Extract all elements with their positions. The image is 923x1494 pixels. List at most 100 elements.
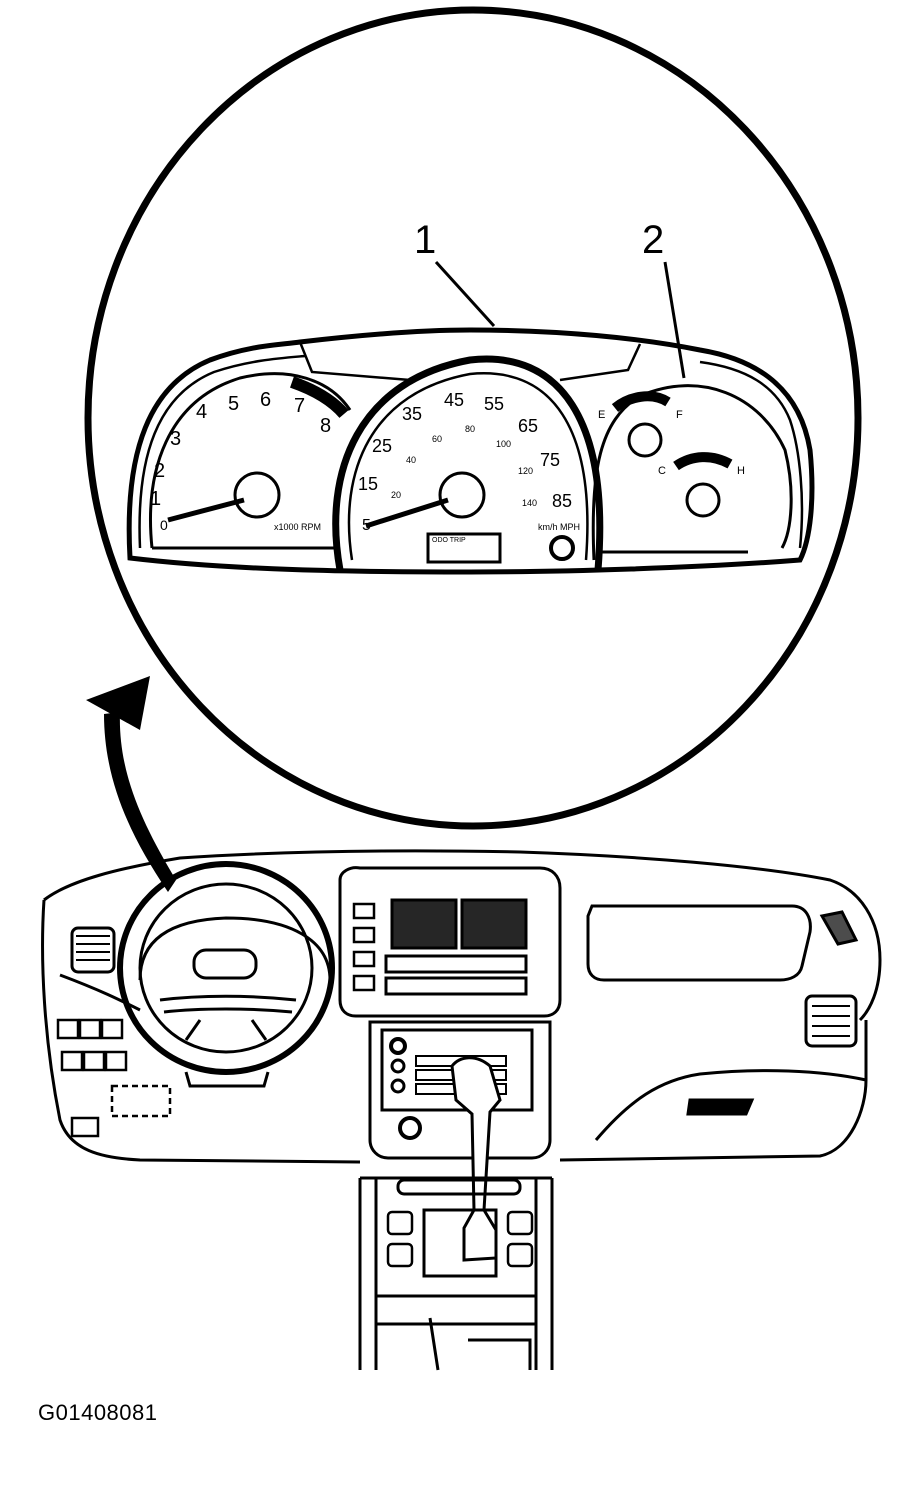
steering-spoke [159,994,297,1041]
tachometer-redline [289,376,349,419]
tach-tick-label: 5 [228,393,239,415]
temp-gauge-hub [685,482,721,518]
left-vent-slats [76,935,110,961]
radio-knob-mid [390,1058,406,1074]
tach-tick-label: 6 [260,389,271,411]
tach-tick-label: 7 [294,395,305,417]
kmh-tick-label: 100 [496,439,511,449]
cluster-bezel [126,327,815,575]
fuel-gauge-hub [627,422,663,458]
dash-mid-line [59,973,867,1141]
fuel-gauge-arc [611,391,671,413]
glovebox-handle [686,1098,755,1116]
dashboard [41,849,882,1371]
speedometer-hub [438,471,486,519]
odometer-label: ODO TRIP [432,537,466,544]
gear-shifter [450,1056,502,1262]
tach-tick-label: 8 [320,415,331,437]
mph-tick-label: 85 [552,491,572,511]
glove-box-upper [586,904,812,982]
right-corner-vent [819,910,859,946]
right-air-vent [804,994,858,1048]
steering-column [184,1071,270,1088]
mph-tick-label: 75 [540,450,560,470]
kmh-tick-label: 20 [391,490,401,500]
radio-knob-top [389,1037,407,1055]
arrow-head-icon [86,676,150,730]
gauge-pod-bezel [591,384,793,561]
mph-tick-label: 65 [518,416,538,436]
climate-strip [384,976,528,996]
left-air-vent [70,926,116,974]
steering-wheel-rim [117,861,335,1075]
steering-hub [192,948,258,980]
warning-lamp-strip [298,341,642,382]
tachometer-scale: 0 1 2 3 4 5 6 7 8 x1000 RPM [150,389,331,533]
tachometer-hub [233,471,281,519]
mph-tick-label: 15 [358,474,378,494]
callout-1-leader [434,260,496,328]
magnifier-circle [84,6,862,830]
fuel-full-label: F [676,409,683,421]
mph-tick-label: 45 [444,390,464,410]
mph-tick-label: 5 [362,517,371,534]
kmh-tick-label: 60 [432,434,442,444]
mph-tick-label: 55 [484,394,504,414]
radio-console [368,1020,552,1160]
console-lower [376,1294,536,1371]
hazard-strip [384,954,528,974]
callout-1-label: 1 [414,218,437,262]
tach-tick-label: 0 [160,517,168,533]
small-cluster-outline [138,916,332,981]
center-stack-outline [338,866,562,1018]
speedometer-scale: 5 15 25 35 45 55 65 75 85 20 40 60 80 10… [358,390,580,544]
center-vent-right [460,898,528,950]
magnified-view [84,6,862,830]
dash-lower-outline [41,899,868,1164]
radio-face [380,1028,534,1112]
temp-gauge-arc [673,452,733,471]
kmh-tick-label: 40 [406,455,416,465]
fuel-temp-scale: E F C H [598,409,745,477]
figure-id: G01408081 [38,1400,158,1425]
speedometer-needle [365,497,449,529]
dash-top-outline [43,849,882,1022]
cluster-inner-bezel [138,354,804,549]
speed-unit-label: km/h MPH [538,522,580,532]
magnify-arrow [86,676,176,892]
console-switches [386,1210,534,1268]
temp-hot-label: H [737,465,745,477]
tachometer-bezel [149,372,352,549]
kmh-tick-label: 140 [522,498,537,508]
trip-reset-knob [549,535,575,561]
tachometer-needle [167,497,245,523]
steering-wheel-inner [138,882,314,1054]
console-tray [396,1178,522,1196]
speedometer-bezel [332,355,604,571]
arrow-shaft [104,712,176,892]
kmh-tick-label: 80 [465,424,475,434]
tach-tick-label: 3 [170,428,181,450]
fuel-empty-label: E [598,409,605,421]
center-vent-left [390,898,458,950]
radio-knob-bottom [398,1116,422,1140]
tach-tick-label: 1 [150,488,161,510]
temp-cold-label: C [658,465,666,477]
callout-2-label: 2 [642,218,665,262]
kmh-tick-label: 120 [518,466,533,476]
radio-knob-low [390,1078,406,1094]
mph-tick-label: 35 [402,404,422,424]
left-switch-panel [56,1018,172,1138]
center-stack-buttons [352,902,376,992]
center-console [358,1176,554,1370]
tach-unit-label: x1000 RPM [274,522,321,532]
odometer-display [426,532,502,564]
tach-tick-label: 2 [154,460,165,482]
callout-2-leader [663,261,686,379]
right-vent-slats [812,1005,850,1037]
shift-gate [422,1208,498,1278]
speedometer-inner-ring [347,372,589,561]
mph-tick-label: 25 [372,436,392,456]
tach-tick-label: 4 [196,401,207,423]
